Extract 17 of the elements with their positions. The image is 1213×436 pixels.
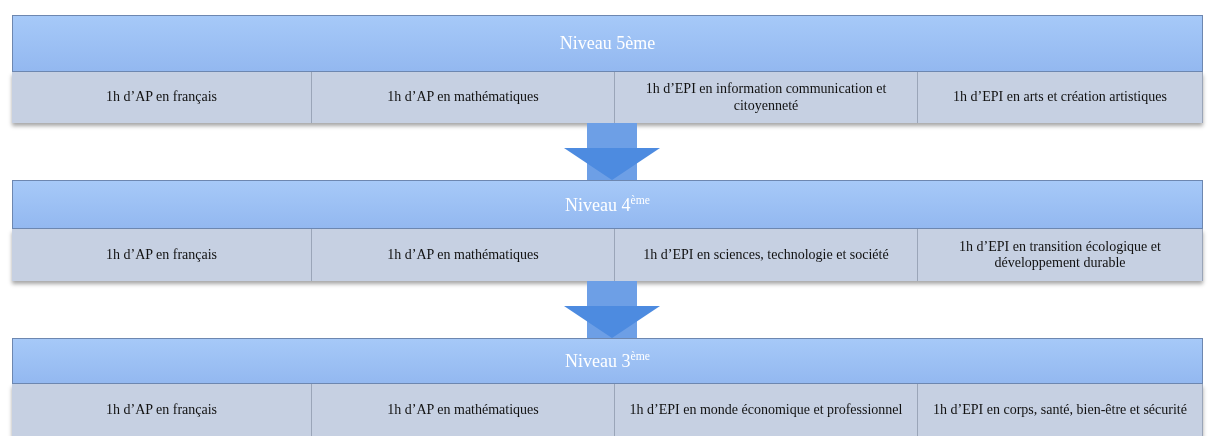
course-cell: 1h d’AP en français [12,72,312,123]
level-header-band: Niveau 4$^{ème}$ [12,180,1203,229]
course-cell: 1h d’AP en mathématiques [312,229,615,281]
block-arrow [564,123,660,180]
course-cell: 1h d’AP en mathématiques [312,384,615,436]
course-cell: 1h d’AP en français [12,229,312,281]
course-cell: 1h d’EPI en transition écologique et développement durable [918,229,1203,281]
course-cell: 1h d’EPI en arts et création artistiques [918,72,1203,123]
level-header-band: Niveau 3$^{ème}$ [12,338,1203,384]
course-cell: 1h d’AP en français [12,384,312,436]
block-arrow [564,281,660,338]
course-cell: 1h d’EPI en monde économique et professionnel [615,384,918,436]
level-header-band: Niveau 5ème [12,15,1203,72]
course-cell: 1h d’EPI en sciences, technologie et société [615,229,918,281]
course-cell: 1h d’AP en mathématiques [312,72,615,123]
course-cell: 1h d’EPI en corps, santé, bien-être et sécurité [918,384,1203,436]
course-cell: 1h d’EPI en information communication et citoyenneté [615,72,918,123]
